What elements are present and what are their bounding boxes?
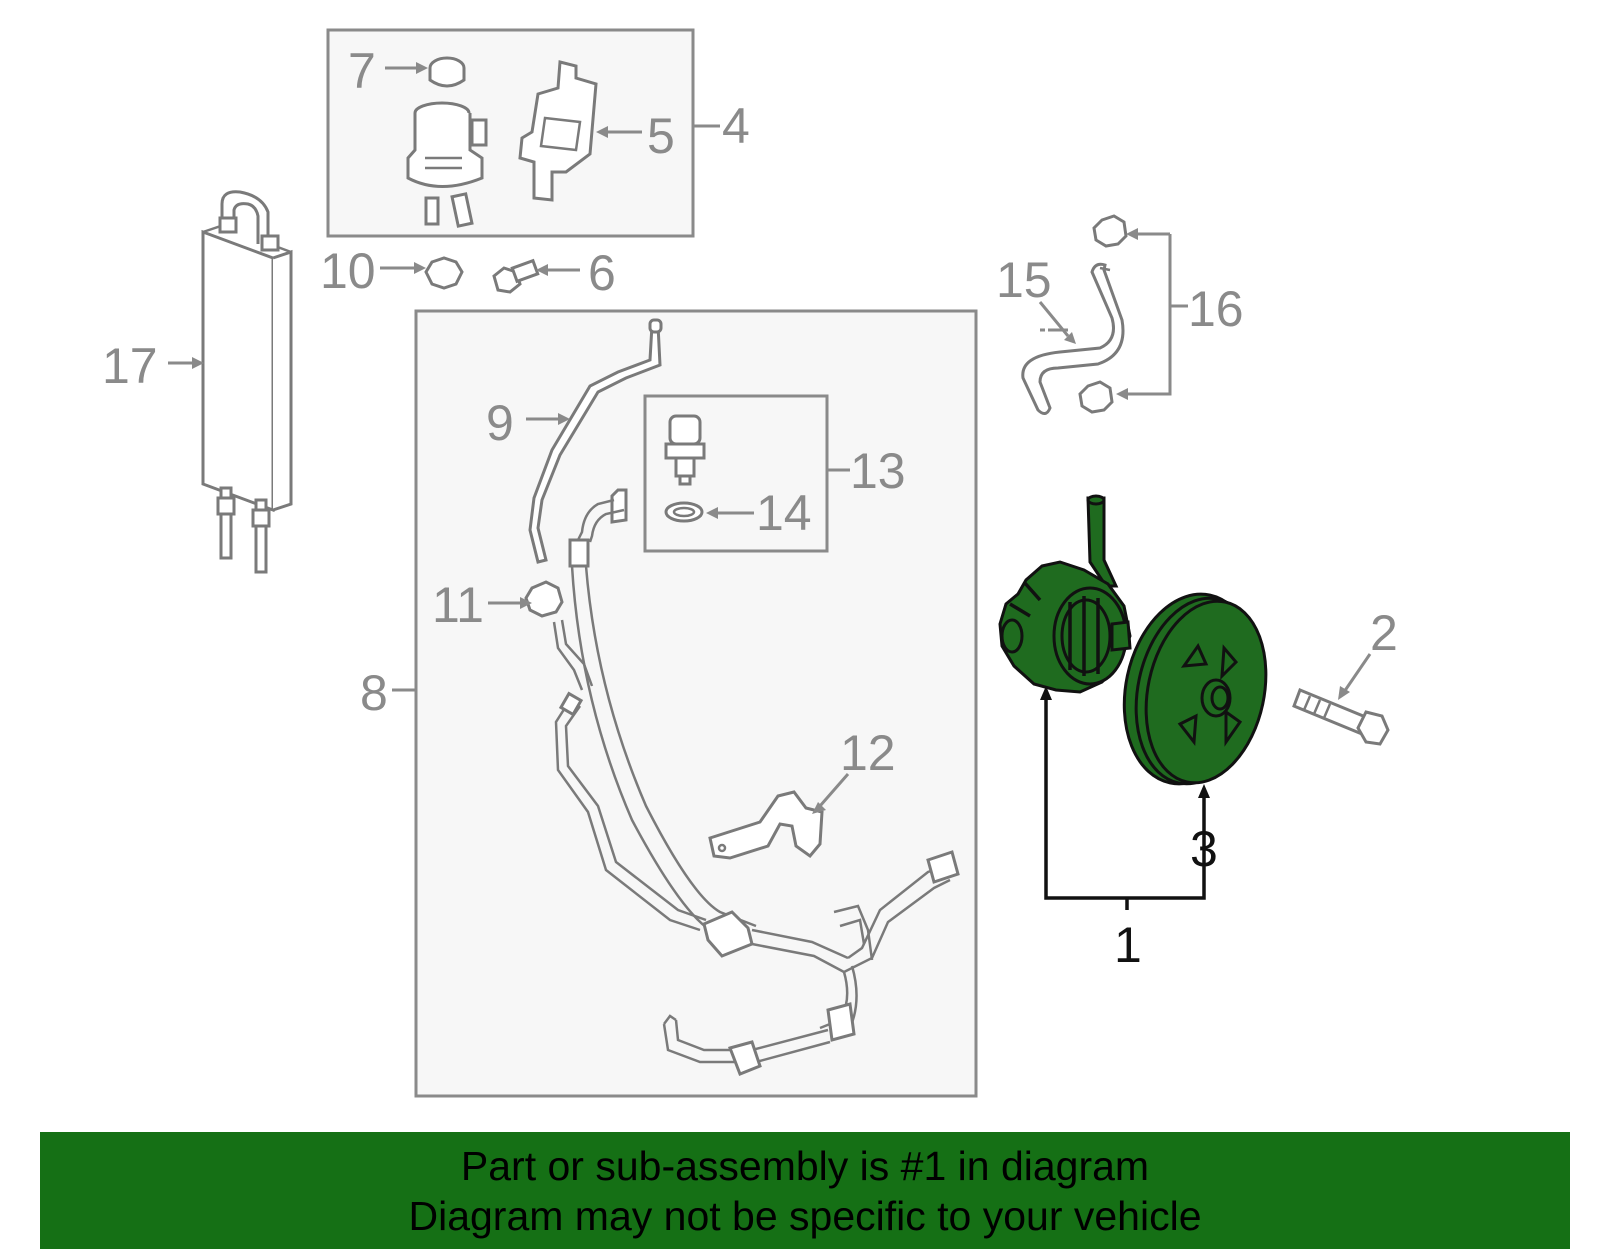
pressure-hose-part-8 (552, 488, 960, 1076)
arrow-14 (706, 507, 718, 519)
callout-10: 10 (320, 243, 376, 299)
reservoir-body (406, 101, 488, 228)
bolt-part-2 (1292, 688, 1390, 746)
arrow-3 (1198, 784, 1210, 798)
arrow-6 (536, 264, 548, 276)
leader-12 (818, 773, 850, 807)
arrow-1 (1040, 686, 1052, 700)
callout-7: 7 (348, 43, 376, 99)
bracket-part-12 (708, 790, 824, 860)
arrow-12 (812, 802, 826, 814)
callout-3: 3 (1190, 821, 1218, 877)
arrow-10 (414, 262, 426, 274)
arrow-5 (596, 126, 608, 138)
arrow-7 (416, 62, 428, 74)
callout-6: 6 (588, 245, 616, 301)
power-steering-pump-part-1 (998, 494, 1132, 694)
clamp-part-10 (424, 256, 464, 290)
callout-2: 2 (1370, 605, 1398, 661)
callout-1: 1 (1114, 917, 1142, 973)
arrow-2 (1338, 686, 1350, 700)
bolt-part-6 (492, 258, 540, 294)
hose-clamp-lower-part-16 (1078, 380, 1114, 414)
o-ring-part-14 (664, 501, 704, 523)
notice-banner: Part or sub-assembly is #1 in diagram Di… (40, 1132, 1570, 1249)
callout-4: 4 (722, 98, 750, 154)
hose-part-15 (1021, 262, 1125, 415)
hose-clamp-upper-part-16 (1092, 214, 1128, 248)
notice-line-1: Part or sub-assembly is #1 in diagram (460, 1142, 1150, 1189)
notice-line-2: Diagram may not be specific to your vehi… (408, 1192, 1202, 1239)
clamp-part-11 (524, 580, 564, 618)
pulley-part-3 (1122, 592, 1268, 786)
callout-16: 16 (1188, 281, 1244, 337)
arrow-16-lower (1116, 388, 1128, 400)
callout-13: 13 (850, 443, 906, 499)
leader-1 (1044, 692, 1206, 900)
leader-15-diag (1038, 301, 1070, 337)
callout-15: 15 (996, 252, 1052, 308)
callout-11: 11 (432, 577, 484, 633)
arrow-17 (192, 357, 204, 369)
arrow-9 (558, 413, 570, 425)
arrow-15 (1064, 332, 1076, 344)
callout-5: 5 (647, 108, 675, 164)
cooler-part-17 (201, 190, 293, 574)
reservoir-cap-part-7 (428, 56, 466, 88)
bracket-part-5 (518, 60, 598, 202)
callout-9: 9 (486, 395, 514, 451)
callout-17: 17 (102, 338, 158, 394)
arrow-16-upper (1126, 228, 1138, 240)
leader-2 (1342, 653, 1372, 693)
pressure-sensor-part-13 (664, 414, 706, 486)
arrow-11 (520, 597, 532, 609)
callout-8: 8 (360, 665, 388, 721)
callout-14: 14 (756, 485, 812, 541)
leader-16 (1124, 232, 1188, 396)
callout-12: 12 (840, 725, 896, 781)
return-line-part-9 (528, 318, 663, 564)
